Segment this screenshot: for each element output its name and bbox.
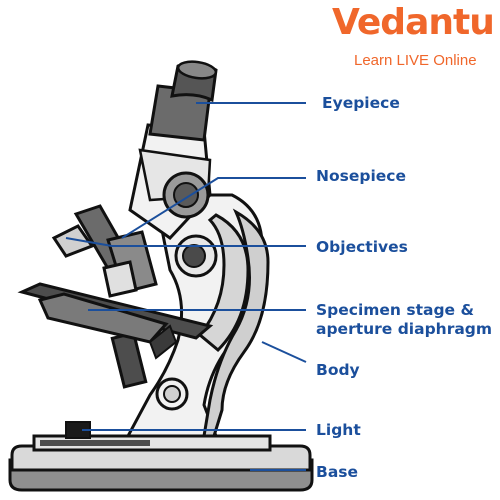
brand-name: Vedantu	[332, 2, 495, 43]
leader-objectives	[65, 237, 306, 247]
brand-logo: Vedantu Learn LIVE Online	[332, 2, 498, 72]
label-nosepiece: Nosepiece	[316, 167, 406, 185]
focus-knob-inner	[163, 385, 181, 403]
light-strip	[40, 440, 150, 446]
label-base: Base	[316, 463, 359, 481]
label-stage-line2: aperture diaphragm	[316, 320, 493, 338]
body-arm-panel	[197, 213, 250, 353]
label-stage-line1: Specimen stage &	[316, 301, 474, 319]
coarse-knob-inner	[182, 244, 206, 268]
leader-nosepiece	[121, 177, 306, 239]
stage-clip	[148, 324, 178, 360]
eyepiece-top	[176, 60, 218, 80]
objective-left-tip	[51, 224, 95, 258]
objective-right-tip	[102, 260, 138, 298]
base-plate	[10, 444, 312, 472]
label-eyepiece: Eyepiece	[322, 94, 400, 112]
stage-top	[37, 292, 169, 344]
brand-tagline: Learn LIVE Online	[354, 52, 477, 69]
label-specimen-stage: Specimen stage & aperture diaphragm	[316, 301, 492, 339]
leader-body	[261, 341, 307, 363]
label-light: Light	[316, 421, 361, 439]
leader-lines	[65, 102, 307, 471]
label-objectives: Objectives	[316, 238, 408, 256]
label-body: Body	[316, 361, 360, 379]
